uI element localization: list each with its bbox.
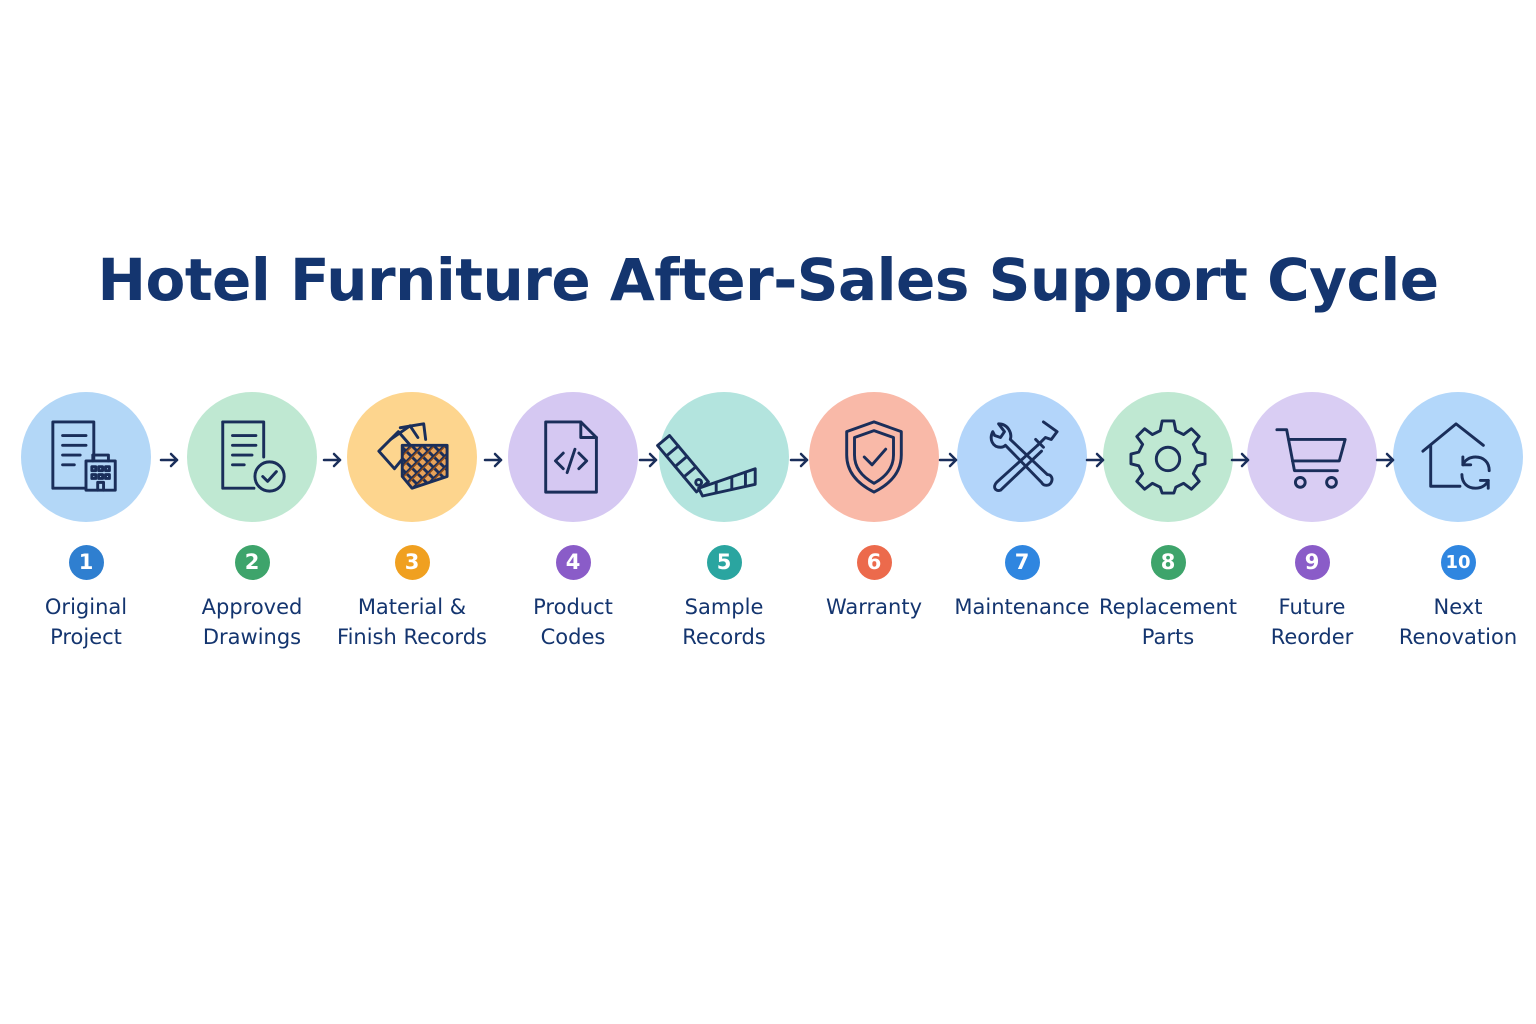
step-2-label: Approved Drawings <box>201 595 303 649</box>
step-4-label: Product Codes <box>533 595 613 649</box>
step-8-circle <box>1103 392 1233 522</box>
step-3-circle <box>347 392 477 522</box>
page-title: Hotel Furniture After-Sales Support Cycl… <box>97 246 1439 314</box>
step-7-number: 7 <box>1004 545 1040 580</box>
step-9-label: Future Reorder <box>1270 595 1354 649</box>
step-1: 1 Original Project <box>11 392 161 652</box>
step-6: 6 Warranty <box>799 392 949 622</box>
color-swatch-fan-icon <box>656 434 757 498</box>
step-5-label: Sample Records <box>682 595 766 649</box>
arrow-6-7 <box>937 448 959 472</box>
step-6-label: Warranty <box>825 595 923 619</box>
arrow-4-5 <box>637 448 659 472</box>
material-swatches-icon <box>377 422 449 490</box>
arrow-7-8 <box>1084 448 1106 472</box>
step-7-label: Maintenance <box>954 595 1090 619</box>
gear-icon <box>1129 419 1207 495</box>
step-4: 4 Product Codes <box>498 392 648 652</box>
arrow-right-icon <box>483 452 503 468</box>
arrow-2-3 <box>321 448 343 472</box>
step-1-circle <box>21 392 151 522</box>
step-10-circle <box>1393 392 1523 522</box>
approved-document-icon <box>221 420 286 493</box>
arrow-1-2 <box>158 448 180 472</box>
arrow-8-9 <box>1229 448 1251 472</box>
arrow-right-icon <box>1230 452 1250 468</box>
arrow-right-icon <box>1085 452 1105 468</box>
shopping-cart-icon <box>1275 428 1347 489</box>
step-10-number: 10 <box>1440 545 1476 580</box>
step-3: 3 Material & Finish Records <box>337 392 487 652</box>
step-2-circle <box>187 392 317 522</box>
wrench-screwdriver-icon <box>989 420 1059 492</box>
step-4-circle <box>508 392 638 522</box>
step-5-circle <box>656 392 789 522</box>
house-refresh-icon <box>1421 422 1491 490</box>
shield-check-icon <box>845 420 903 494</box>
step-1-label: Original Project <box>44 595 128 649</box>
step-3-label: Material & Finish Records <box>337 595 487 649</box>
step-9: 9 Future Reorder <box>1237 392 1387 652</box>
arrow-right-icon <box>322 452 342 468</box>
step-3-number: 3 <box>394 545 430 580</box>
arrow-right-icon <box>159 452 179 468</box>
arrow-right-icon <box>789 452 809 468</box>
step-8-label: Replacement Parts <box>1099 595 1237 649</box>
arrow-3-4 <box>482 448 504 472</box>
arrow-5-6 <box>788 448 810 472</box>
step-9-number: 9 <box>1294 545 1330 580</box>
building-document-icon <box>51 420 117 492</box>
step-2-number: 2 <box>234 545 270 580</box>
step-7-circle <box>957 392 1087 522</box>
arrow-9-10 <box>1374 448 1396 472</box>
step-8-number: 8 <box>1150 545 1186 580</box>
step-6-number: 6 <box>856 545 892 580</box>
step-5: 5 Sample Records <box>649 392 799 652</box>
step-10: 10 Next Renovation <box>1383 392 1533 652</box>
step-8: 8 Replacement Parts <box>1093 392 1243 652</box>
step-5-number: 5 <box>706 545 742 580</box>
step-1-number: 1 <box>68 545 104 580</box>
step-6-circle <box>809 392 939 522</box>
step-9-circle <box>1247 392 1377 522</box>
step-7: 7 Maintenance <box>947 392 1097 622</box>
step-2: 2 Approved Drawings <box>177 392 327 652</box>
step-4-number: 4 <box>555 545 591 580</box>
code-file-icon <box>544 420 598 494</box>
step-10-label: Next Renovation <box>1398 595 1518 649</box>
arrow-right-icon <box>1375 452 1395 468</box>
arrow-right-icon <box>638 452 658 468</box>
arrow-right-icon <box>938 452 958 468</box>
